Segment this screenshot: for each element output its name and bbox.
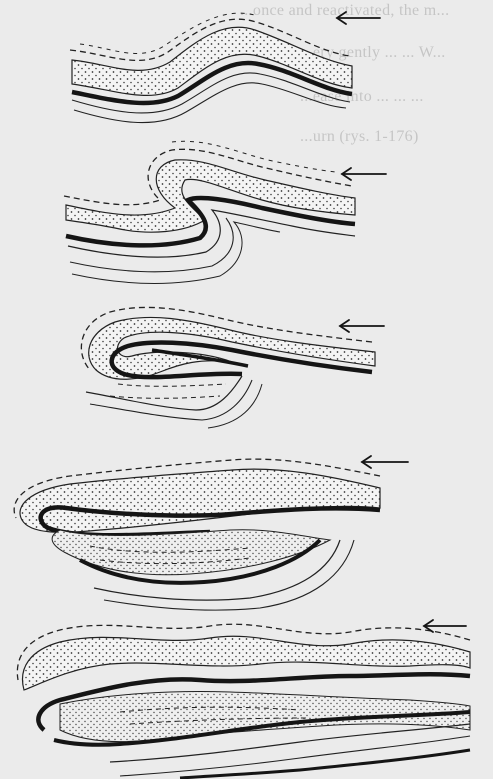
lower-bed-3 — [180, 750, 470, 778]
left-arrow-icon — [342, 168, 386, 180]
sand-layer — [20, 469, 380, 532]
fold-panel-stage-4 — [14, 459, 380, 610]
fold-panel-stage-5 — [17, 624, 470, 778]
left-arrow-icon — [362, 456, 408, 468]
lower-bed-1 — [86, 376, 242, 410]
left-arrow-icon — [337, 12, 380, 24]
left-arrow-icon — [340, 320, 384, 332]
compression-arrows — [337, 12, 466, 632]
fold-panel-stage-2 — [64, 141, 355, 283]
left-arrow-icon — [424, 620, 466, 632]
sand-layer — [66, 160, 355, 232]
fold-panel-stage-1 — [70, 13, 352, 122]
lower-bed-2 — [90, 380, 252, 420]
fold-panel-stage-3 — [81, 307, 375, 428]
core-dashes — [110, 384, 226, 398]
